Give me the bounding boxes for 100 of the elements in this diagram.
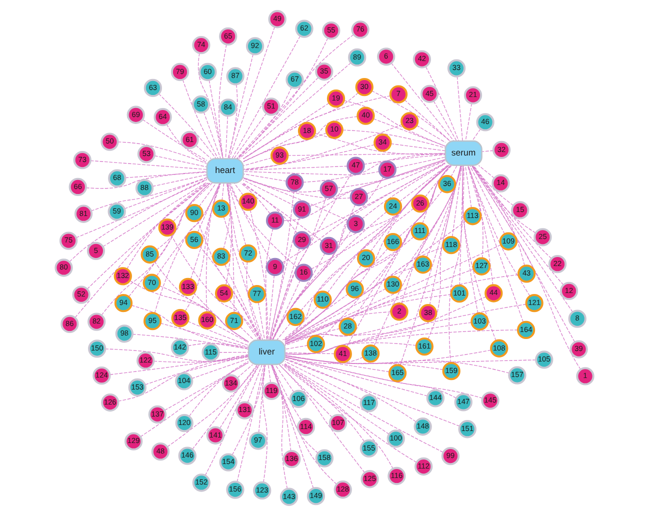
connector [152, 174, 208, 187]
connector [467, 165, 494, 286]
connector [118, 354, 249, 402]
connector [230, 182, 272, 260]
node-circle: 75 [59, 232, 78, 250]
connector [314, 132, 446, 155]
connector [126, 182, 208, 270]
connector [258, 302, 265, 340]
connector [366, 160, 446, 194]
connector [240, 182, 270, 214]
node-circle: 16 [294, 264, 313, 282]
node-circle: 9 [266, 258, 284, 276]
connector [272, 204, 356, 340]
node-circle: 80 [54, 258, 73, 277]
connector [191, 358, 249, 379]
connector [243, 174, 288, 182]
connector [102, 182, 208, 247]
connector [271, 364, 292, 452]
connector [284, 312, 392, 343]
connector [243, 171, 380, 176]
connector [142, 119, 208, 161]
node-circle: 149 [306, 486, 326, 506]
node-circle: 79 [170, 62, 190, 82]
connector [472, 128, 481, 142]
connector [250, 209, 268, 340]
node-circle: 101 [450, 284, 468, 303]
node-circle: 54 [214, 284, 234, 302]
connector [269, 216, 300, 340]
connector [243, 124, 402, 170]
connector [284, 354, 390, 372]
connector [243, 134, 300, 162]
connector [243, 177, 349, 222]
node-circle: 44 [484, 284, 503, 302]
node-circle: 124 [92, 366, 111, 385]
connector [243, 132, 328, 162]
node-circle: 116 [388, 466, 406, 486]
connector [232, 364, 266, 456]
node-circle: 45 [420, 84, 439, 103]
connector [310, 164, 450, 270]
connector [424, 165, 452, 198]
node-circle: 150 [88, 340, 106, 358]
connector [336, 160, 446, 188]
connector [188, 321, 249, 346]
connector [242, 102, 330, 160]
node-circle: 52 [72, 286, 90, 304]
connector [228, 84, 238, 159]
connector [236, 364, 253, 378]
connector [270, 172, 352, 340]
node-circle: 70 [142, 274, 161, 292]
node-circle: 129 [124, 432, 143, 450]
connector [242, 180, 295, 206]
node-circle: 51 [262, 98, 280, 116]
connector [284, 355, 510, 374]
node-circle: 142 [170, 338, 190, 357]
connector [193, 292, 249, 342]
connector [140, 362, 249, 438]
node-circle: 113 [464, 207, 482, 226]
node-circle: 78 [286, 173, 304, 192]
node-circle: 71 [225, 312, 244, 330]
connector [188, 360, 249, 417]
node-circle: 19 [326, 89, 346, 108]
node-circle: 90 [185, 204, 204, 222]
node-circle: 11 [266, 212, 284, 230]
connector [132, 334, 249, 350]
node-circle: 118 [442, 236, 460, 254]
connector [144, 356, 249, 386]
node-circle: 22 [548, 255, 567, 274]
node-circle: 147 [454, 393, 472, 412]
node-circle: 65 [219, 27, 238, 46]
node-circle: 76 [351, 20, 370, 39]
node-circle: 110 [314, 290, 332, 309]
node-circle: 17 [378, 160, 396, 179]
node-circle: 119 [262, 382, 281, 400]
connector [190, 182, 222, 280]
connector [342, 130, 446, 148]
connector [272, 211, 388, 340]
node-circle: 3 [346, 214, 365, 234]
connector [395, 156, 446, 168]
node-circle: 5 [86, 242, 106, 260]
node-circle: 30 [355, 78, 374, 96]
connector [371, 90, 450, 142]
connector [283, 364, 365, 442]
connector [269, 190, 294, 340]
node-circle: 49 [268, 10, 286, 28]
connector [242, 182, 322, 242]
connector [456, 76, 463, 142]
node-circle: 107 [328, 414, 348, 432]
node-circle: 88 [135, 179, 154, 198]
node-circle: 35 [315, 62, 334, 81]
connector [236, 34, 354, 159]
node-circle: 125 [360, 470, 379, 488]
node-circle: 41 [334, 344, 352, 364]
connector [452, 165, 462, 238]
connector [242, 177, 352, 199]
connector [228, 182, 246, 246]
connector [278, 364, 366, 474]
connector [309, 159, 446, 207]
node-circle: 126 [101, 393, 120, 412]
node-circle: 133 [178, 278, 198, 296]
node-circle: 92 [246, 37, 264, 56]
